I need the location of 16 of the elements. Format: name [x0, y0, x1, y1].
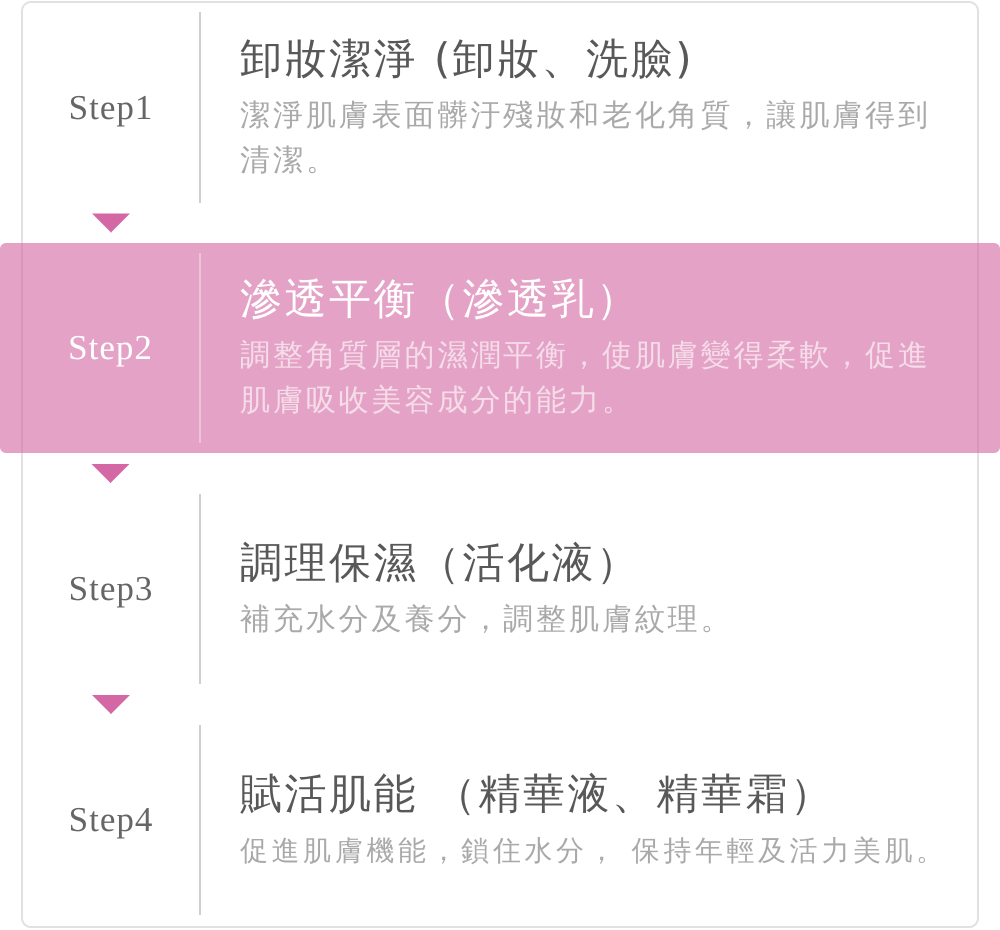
step-description: 促進肌膚機能，鎖住水分， 保持年輕及活力美肌。 — [240, 832, 948, 868]
step-title: 賦活肌能 （精華液、精華霜） — [240, 768, 834, 820]
step-description: 補充水分及養分，調整肌膚紋理。 — [240, 600, 734, 638]
card-panel — [21, 1, 979, 928]
step-title: 滲透平衡（滲透乳） — [240, 273, 640, 325]
arrow — [92, 464, 130, 484]
step-label: Step2 — [68, 327, 153, 369]
step-title: 調理保濕（活化液） — [240, 536, 640, 588]
arrow — [92, 213, 130, 233]
step-description: 潔淨肌膚表面髒汙殘妝和老化角質，讓肌膚得到清潔。 — [240, 96, 932, 180]
step-label: Step1 — [68, 86, 154, 128]
step-title: 卸妝潔淨 (卸妝、洗臉) — [240, 32, 694, 84]
arrow — [92, 694, 130, 714]
step-label: Step4 — [68, 799, 154, 841]
step-description: 調整角質層的濕潤平衡，使肌膚變得柔軟，促進肌膚吸收美容成分的能力。 — [240, 337, 932, 420]
step-label: Step3 — [68, 568, 154, 610]
